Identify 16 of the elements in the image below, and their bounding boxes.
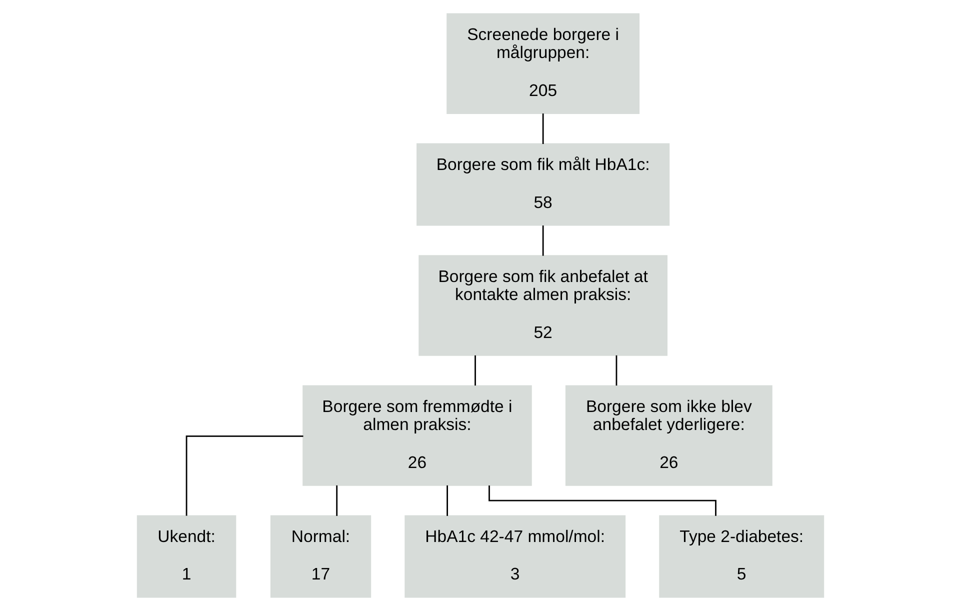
node-box: Ukendt: 1 — [136, 515, 236, 598]
node-box: Borgere som fremmødte i almen praksis: 26 — [302, 385, 532, 486]
node-box: HbA1c 42-47 mmol/mol: 3 — [404, 515, 626, 598]
node-box: Normal: 17 — [270, 515, 371, 598]
node-box: Borgere som ikke blev anbefalet yderligere: 26 — [564, 385, 772, 486]
connector — [446, 485, 448, 516]
connector — [185, 436, 303, 516]
node-box: Screenede borgere i målgruppen: 205 — [446, 13, 640, 114]
connector — [474, 355, 476, 386]
connector — [615, 355, 617, 386]
connector — [542, 226, 544, 256]
connector — [336, 485, 338, 516]
node-box: Type 2-diabetes: 5 — [658, 515, 824, 598]
connector — [542, 114, 544, 144]
node-box: Borgere som fik anbefalet at kontakte almen praksis: 52 — [418, 255, 667, 356]
node-box: Borgere som fik målt HbA1c: 58 — [416, 143, 670, 226]
